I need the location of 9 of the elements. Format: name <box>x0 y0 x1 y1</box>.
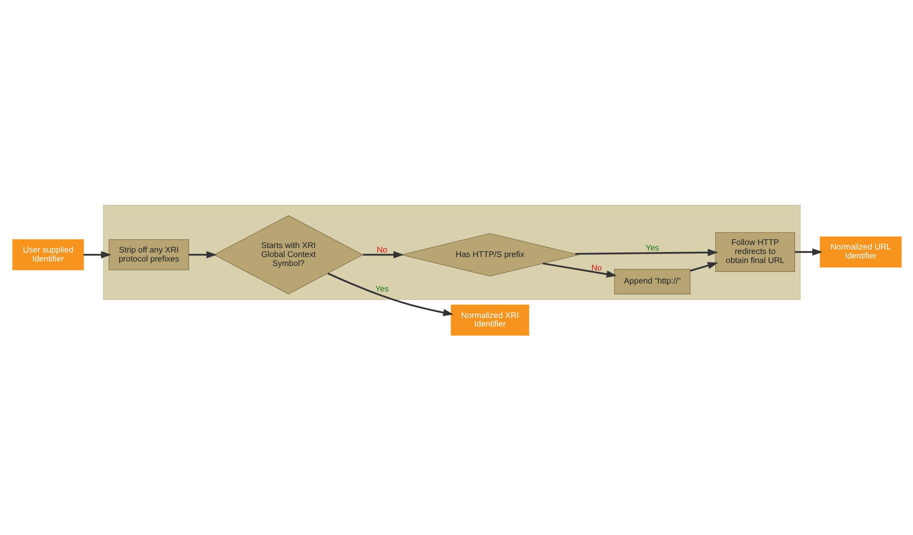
arrow <box>689 262 718 272</box>
arrow <box>83 251 111 258</box>
arrow <box>542 262 616 278</box>
cluster <box>102 204 800 300</box>
arrow <box>574 248 718 256</box>
arrow <box>794 248 822 256</box>
arrow <box>362 251 404 258</box>
arrow <box>188 251 216 258</box>
arrow <box>327 272 454 316</box>
